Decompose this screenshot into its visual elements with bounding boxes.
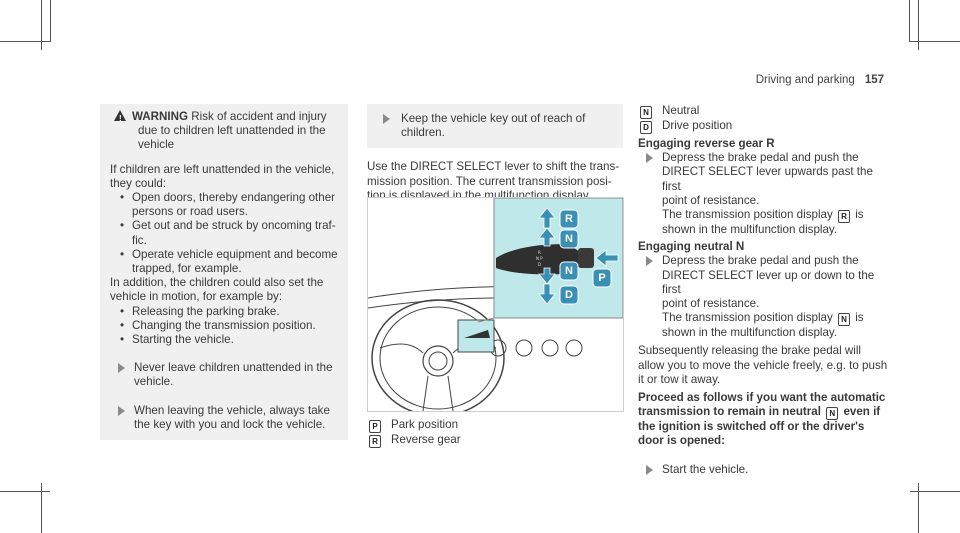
display-symbol: N — [826, 407, 839, 421]
display-symbol: N — [838, 313, 850, 327]
list-item: Get out and be struck by oncoming traf-f… — [110, 219, 338, 247]
display-symbol: D — [640, 121, 652, 134]
display-symbol: R — [369, 435, 381, 448]
direct-select-figure: R N P D R N N D P — [367, 197, 624, 412]
svg-text:N P: N P — [536, 256, 543, 261]
svg-text:R: R — [538, 250, 541, 255]
gear-label-p: P — [598, 272, 606, 284]
warning-label: WARNING — [132, 110, 189, 123]
step-arrow-icon — [118, 405, 125, 416]
step-arrow-icon — [646, 256, 653, 267]
paragraph: In addition, the children could also set… — [110, 276, 324, 290]
paragraph: vehicle in motion, for example by: — [110, 290, 283, 304]
display-symbol: N — [640, 106, 652, 119]
crop-mark — [0, 41, 50, 42]
display-symbol: R — [838, 210, 850, 224]
gear-label-r: R — [565, 213, 573, 225]
crop-mark — [41, 0, 42, 50]
warning-text: due to children left unattended in the — [138, 124, 326, 138]
left-column: ! WARNING Risk of accident and injury due… — [100, 104, 348, 441]
step-arrow-icon — [646, 153, 653, 164]
gear-label-n-up: N — [565, 233, 573, 245]
svg-text:D: D — [538, 262, 541, 267]
gear-label-n-down: N — [565, 265, 573, 277]
crop-mark — [918, 483, 919, 533]
page-header: Driving and parking 157 — [756, 74, 884, 86]
crop-mark — [910, 41, 960, 42]
step-arrow-icon — [118, 363, 125, 374]
crop-mark — [0, 491, 50, 492]
warning-text: Risk of accident and injury — [191, 110, 327, 123]
crop-mark — [50, 0, 51, 42]
display-symbol: P — [369, 420, 381, 433]
instruction-step: Start the vehicle. — [638, 463, 888, 477]
paragraph: they could: — [110, 176, 167, 190]
step-arrow-icon — [383, 114, 390, 124]
list-item: Starting the vehicle. — [110, 333, 338, 347]
paragraph: If children are left unattended in the v… — [110, 162, 335, 176]
gear-label-d: D — [565, 289, 573, 301]
crop-mark — [910, 491, 960, 492]
list-item: Operate vehicle equipment and becometrap… — [110, 248, 338, 276]
crop-mark — [918, 0, 919, 50]
paragraph: Subsequently releasing the brake pedal w… — [638, 344, 888, 386]
heading-neutral: Engaging neutral N — [638, 240, 745, 254]
page-number: 157 — [864, 74, 884, 86]
warning-text: vehicle — [138, 138, 175, 152]
list-item: Releasing the parking brake. — [110, 305, 338, 319]
bold-instruction: Proceed as follows if you want the autom… — [638, 391, 886, 448]
crop-mark — [909, 0, 910, 42]
warning-body: If children are left unattended in the v… — [100, 158, 348, 441]
heading-reverse: Engaging reverse gear R — [638, 137, 775, 150]
warning-triangle-icon: ! — [114, 110, 126, 123]
crop-mark — [41, 483, 42, 533]
section-title: Driving and parking — [755, 74, 855, 86]
warning-box: ! WARNING Risk of accident and injury due… — [100, 104, 348, 159]
step-arrow-icon — [646, 464, 653, 475]
steering-wheel-illustration: R N P D — [368, 198, 623, 411]
list-item: Changing the transmission position. — [110, 319, 338, 333]
list-item: Open doors, thereby endangering otherper… — [110, 191, 338, 219]
